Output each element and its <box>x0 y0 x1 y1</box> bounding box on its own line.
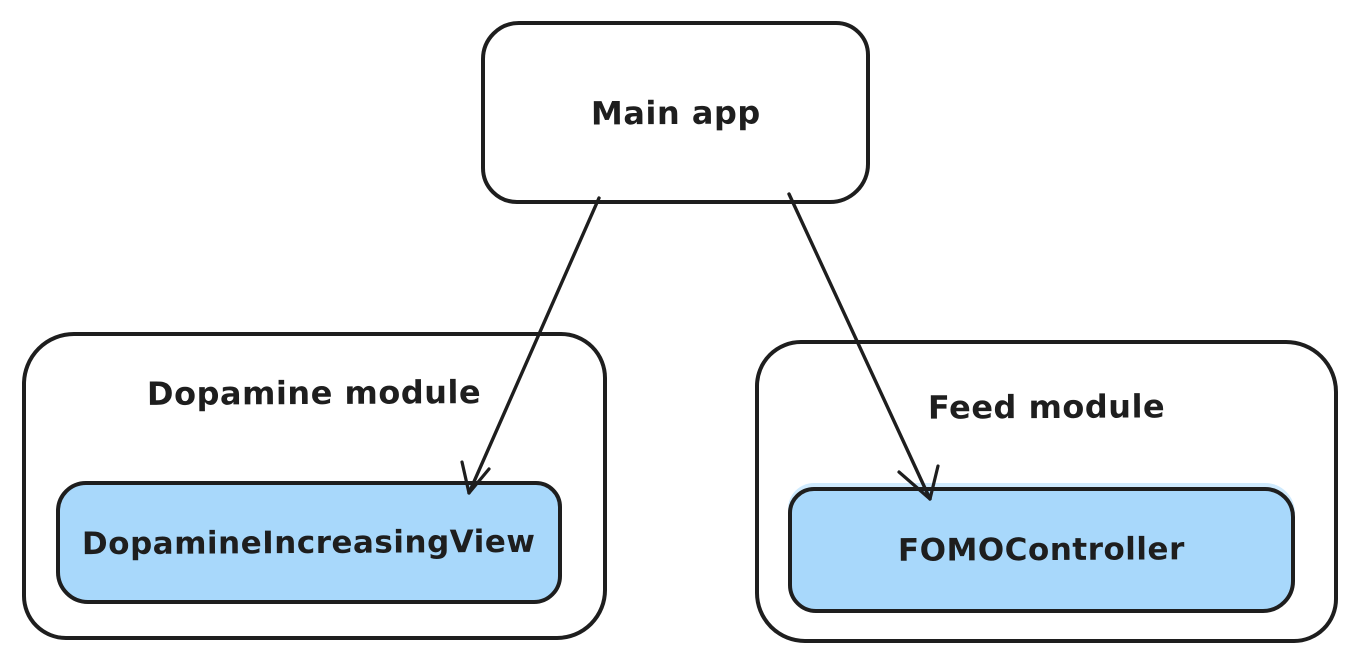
main-app-label: Main app <box>590 93 761 132</box>
dopamine-increasing-view-label: DopamineIncreasingView <box>82 523 536 562</box>
fomo-controller-node: FOMOController <box>788 487 1295 613</box>
dopamine-increasing-view-node: DopamineIncreasingView <box>56 481 562 604</box>
fomo-controller-label: FOMOController <box>897 531 1185 569</box>
dopamine-module-label: Dopamine module <box>147 373 482 413</box>
main-app-node: Main app <box>481 21 870 204</box>
feed-module-label: Feed module <box>927 387 1166 427</box>
